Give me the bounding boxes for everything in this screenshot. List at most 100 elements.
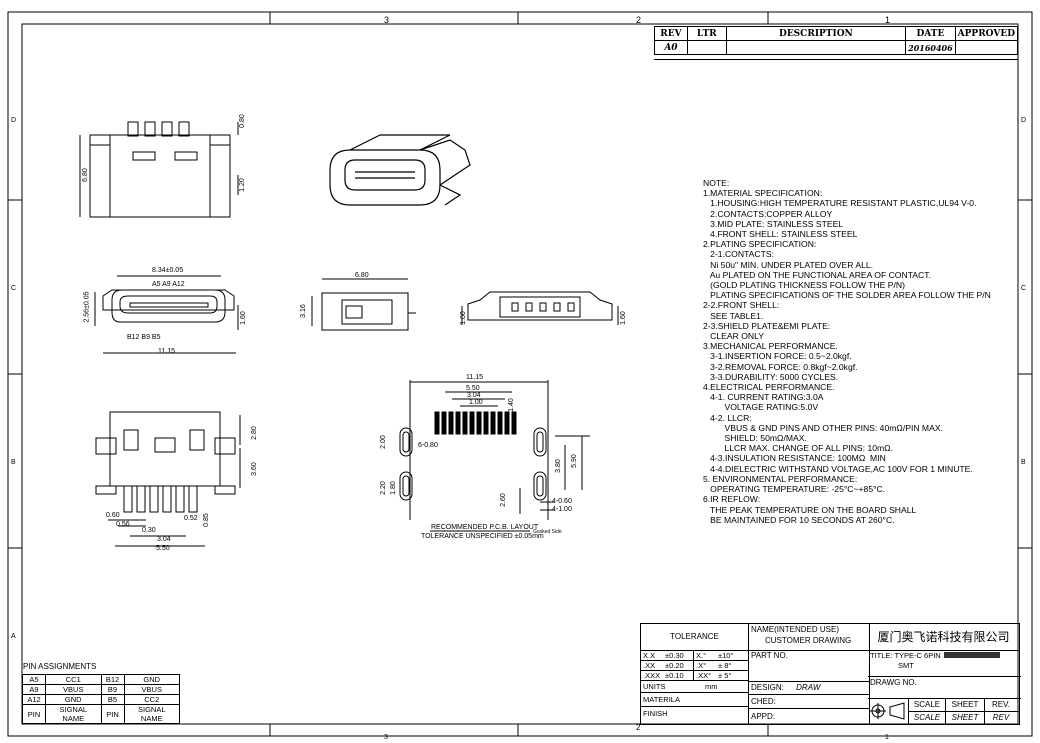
name-label: NAME(INTENDED USE) <box>751 625 840 634</box>
pin-row: A12 GND B5 CC2 <box>22 694 180 705</box>
ched-cell: CHED: <box>749 695 870 709</box>
date-value: 20160406 <box>905 40 956 55</box>
signal-cell: GND <box>45 694 102 705</box>
title-value-2: SMT <box>898 661 914 670</box>
ltr-header: LTR <box>686 26 727 41</box>
pin-cell: A12 <box>22 694 46 705</box>
dim-2-80: 2.80 <box>250 426 258 440</box>
title-cell: TITLE: TYPE-C 6PIN SMT <box>868 651 1021 677</box>
dim-8-34: 8.34±0.05 <box>152 267 184 274</box>
signal-cell: VBUS <box>45 684 102 695</box>
signal-cell: CC1 <box>45 674 102 685</box>
tolerance-label: TOLERANCE <box>641 624 749 651</box>
dim-2-60: 2.60 <box>499 493 507 507</box>
tol-cell: ±0.30 <box>665 651 694 660</box>
dim-1-20: 1.20 <box>238 178 246 192</box>
view-top-left <box>79 121 239 218</box>
drawg-no-cell: DRAWG NO. <box>868 677 1021 699</box>
pin-assignments-table: A5 CC1 B12 GND A9 VBUS B9 VBUS A12 GND B… <box>22 674 180 724</box>
dim-1-40: 1.40 <box>507 398 515 412</box>
revision-table: REV LTR DESCRIPTION DATE APPROVED A0 201… <box>654 26 1019 55</box>
zone-ticks <box>8 12 1032 736</box>
materila-row: MATERILA <box>641 693 748 707</box>
tol-cell: .XXX <box>643 671 661 680</box>
description-header: DESCRIPTION <box>725 26 907 41</box>
tol-row: .XXX±0.10.XX°± 5° <box>641 671 748 681</box>
rev-label: REV. <box>992 700 1010 709</box>
tol-cell: .X° <box>696 661 707 670</box>
dim-2-00: 2.00 <box>379 435 387 449</box>
title-label: TITLE: <box>870 651 893 660</box>
dim-3-16: 3.16 <box>299 304 307 318</box>
zone-right-c: C <box>1021 285 1027 292</box>
pcb-pads <box>434 411 517 435</box>
drawg-no-label: DRAWG NO. <box>870 678 917 687</box>
finish-label: FINISH <box>643 709 668 718</box>
dim-1-60-a: 1.60 <box>239 311 247 325</box>
signal-cell: GND <box>123 674 180 685</box>
dim-4-1-00: 4-1.00 <box>552 506 572 513</box>
units-value: mm <box>705 682 718 691</box>
zone-right-b: B <box>1021 459 1026 466</box>
pin-assignments-title: PIN ASSIGNMENTS <box>23 662 97 671</box>
gasket-side-label: Gosked Side <box>533 529 562 535</box>
part-no-cell: PART NO. <box>749 651 870 682</box>
zone-left-c: C <box>11 285 17 292</box>
dim-3-80: 3.80 <box>554 459 562 473</box>
approved-header: APPROVED <box>954 26 1019 41</box>
dim-0-85: 0.85 <box>202 513 210 527</box>
dim-5-90: 5.90 <box>570 454 578 468</box>
part-no-label: PART NO. <box>751 651 788 660</box>
tol-cell: .XX° <box>696 671 712 680</box>
projection-icon <box>870 702 905 720</box>
pin-footer-row: PIN SIGNAL NAME PIN SIGNAL NAME <box>22 704 180 724</box>
dim-0-56: 0.56 <box>116 521 130 528</box>
finish-row: FINISH <box>641 707 748 720</box>
zone-right-d: D <box>1021 117 1027 124</box>
tol-cell: ±10° <box>718 651 734 660</box>
appd-label: APPD: <box>751 712 776 721</box>
zone-left-a: A <box>11 633 16 640</box>
dim-0-52: 0.52 <box>184 515 198 522</box>
tol-divider <box>748 650 749 724</box>
dim-0-80: 0.80 <box>238 114 246 128</box>
dim-11-15-a: 11.15 <box>158 348 175 355</box>
pin-cell: B9 <box>100 684 125 695</box>
dim-5-50-b: 5.50 <box>156 545 170 552</box>
tol-cell: ± 8° <box>718 661 732 670</box>
pin-labels-top: A5 A9 A12 <box>152 281 185 288</box>
pin-labels-bottom: B12 B9 B5 <box>127 334 161 341</box>
zone-top-3: 3 <box>384 15 390 25</box>
tolerance-unspecified-label: TOLERANCE UNSPECIFIED ±0.05mm <box>421 533 544 540</box>
dim-6-80-horiz: 6.80 <box>355 272 369 279</box>
dim-6-80-vert: 6.80 <box>81 168 89 182</box>
pin-row: A5 CC1 B12 GND <box>22 674 180 685</box>
tol-cell: ±0.10 <box>665 671 694 680</box>
zone-bottom-3: 3 <box>384 734 388 741</box>
zone-top-2: 2 <box>636 15 642 25</box>
revision-blank-area <box>654 56 1018 60</box>
materila-label: MATERILA <box>643 695 680 704</box>
design-cell: DESIGN: DRAW <box>749 682 870 695</box>
signal-cell: VBUS <box>123 684 180 695</box>
appd-cell: APPD: <box>749 709 870 724</box>
signal-footer: SIGNAL NAME <box>123 704 180 724</box>
scale-value: SCALE <box>909 712 946 724</box>
zone-bottom-1: 1 <box>885 734 889 741</box>
dim-1-00: 1.00 <box>469 399 483 406</box>
view-isometric <box>329 134 471 206</box>
scale-label: SCALE <box>909 699 946 711</box>
dim-0-60: 0.60 <box>106 512 120 519</box>
pin-cell: B5 <box>100 694 125 705</box>
rev-value-tb: REV <box>992 713 1010 722</box>
date-header: DATE <box>905 26 956 41</box>
rev-value: A0 <box>654 40 688 55</box>
dim-1-60-c: 1.60 <box>619 311 627 325</box>
dim-4-0-60: 4-0.60 <box>552 498 572 505</box>
dim-2-20: 2.20 <box>379 481 387 495</box>
